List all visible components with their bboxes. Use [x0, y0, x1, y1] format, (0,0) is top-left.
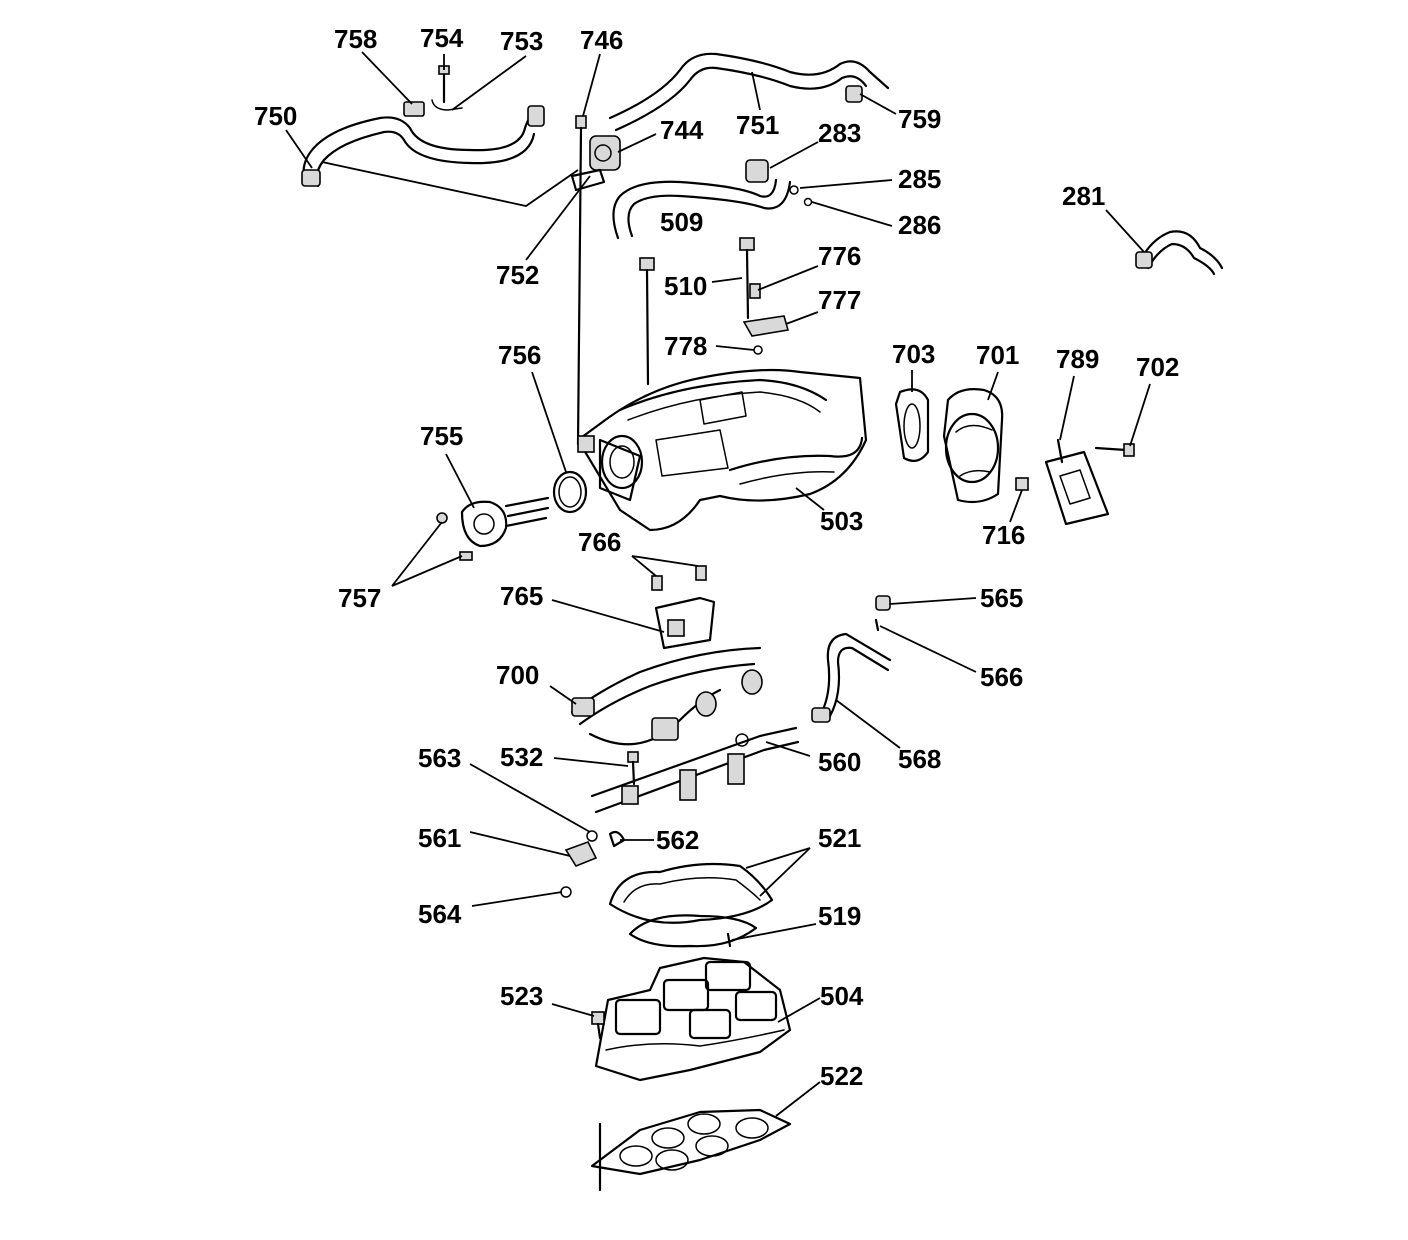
bolt-510 [739, 237, 755, 320]
callout-286: 286 [898, 210, 941, 240]
callout-700: 700 [496, 660, 539, 690]
callout-789: 789 [1056, 344, 1099, 374]
callout-716: 716 [982, 520, 1025, 550]
lower-manifold-504 [594, 956, 792, 1082]
bolt-532 [627, 751, 639, 786]
callout-751: 751 [736, 110, 779, 140]
callout-519: 519 [818, 901, 861, 931]
bolts-766 [651, 565, 707, 591]
fuel-rail-560 [590, 726, 800, 814]
oring-286 [803, 197, 813, 207]
callout-754: 754 [420, 23, 464, 53]
callout-283: 283 [818, 118, 861, 148]
callout-522: 522 [820, 1061, 863, 1091]
callout-777: 777 [818, 285, 861, 315]
callout-labels: 758 754 753 746 750 751 759 744 283 285 … [254, 23, 1179, 1091]
bolt-702 [1094, 443, 1135, 457]
callout-766: 766 [578, 527, 621, 557]
callout-778: 778 [664, 331, 707, 361]
bolt-509 [639, 257, 655, 386]
callout-561: 561 [418, 823, 461, 853]
callout-562: 562 [656, 825, 699, 855]
clip-562 [608, 830, 626, 848]
pin-566 [874, 618, 880, 632]
callout-510: 510 [664, 271, 707, 301]
injector-561 [564, 841, 598, 867]
gasket-703 [894, 388, 930, 463]
callout-759: 759 [898, 104, 941, 134]
callout-532: 532 [500, 742, 543, 772]
callout-701: 701 [976, 340, 1019, 370]
callout-753: 753 [500, 26, 543, 56]
leader-lines [285, 51, 1151, 1117]
callout-285: 285 [898, 164, 941, 194]
oring-563 [586, 830, 598, 842]
fuel-line-568 [811, 632, 892, 723]
gasket-522 [590, 1108, 792, 1192]
callout-746: 746 [580, 25, 623, 55]
oring-564 [560, 886, 572, 898]
bracket-789 [1044, 438, 1110, 526]
callout-755: 755 [420, 421, 463, 451]
callout-523: 523 [500, 981, 543, 1011]
callout-566: 566 [980, 662, 1023, 692]
bracket-765 [654, 596, 716, 650]
sensor-776 [749, 283, 761, 299]
gasket-521 [608, 862, 774, 948]
clip-759 [845, 85, 863, 103]
bolt-716 [1015, 477, 1029, 491]
callout-521: 521 [818, 823, 861, 853]
throttle-body-701 [942, 388, 1004, 504]
callout-281: 281 [1062, 181, 1105, 211]
callout-758: 758 [334, 24, 377, 54]
hose-751 [608, 52, 890, 132]
callout-752: 752 [496, 260, 539, 290]
hose-283 [612, 159, 792, 240]
callout-776: 776 [818, 241, 861, 271]
bracket-752 [570, 168, 606, 192]
callout-563: 563 [418, 743, 461, 773]
outlet-281 [1135, 230, 1224, 276]
oring-778 [753, 345, 763, 355]
bolt-746 [575, 115, 587, 446]
actuator-755 [460, 496, 550, 548]
harness-700 [570, 646, 763, 746]
clip-753 [431, 99, 463, 111]
callout-565: 565 [980, 583, 1023, 613]
bolt-523 [591, 1011, 605, 1040]
oring-285 [789, 185, 799, 195]
callout-504: 504 [820, 981, 864, 1011]
callout-750: 750 [254, 101, 297, 131]
seal-756 [552, 470, 588, 514]
callout-509: 509 [660, 207, 703, 237]
callout-503: 503 [820, 506, 863, 536]
callout-757: 757 [338, 583, 381, 613]
callout-564: 564 [418, 899, 462, 929]
hose-750-753 [301, 105, 545, 188]
callout-702: 702 [1136, 352, 1179, 382]
callout-560: 560 [818, 747, 861, 777]
callout-703: 703 [892, 339, 935, 369]
callout-568: 568 [898, 744, 941, 774]
callout-756: 756 [498, 340, 541, 370]
valve-744 [589, 135, 621, 171]
bolt-754 [438, 65, 450, 104]
pin-519 [726, 932, 732, 948]
sensor-777 [742, 315, 790, 337]
upper-manifold-503 [576, 368, 868, 532]
callout-765: 765 [500, 581, 543, 611]
cap-565 [875, 595, 891, 611]
callout-744: 744 [660, 115, 704, 145]
connector-758 [403, 101, 425, 117]
